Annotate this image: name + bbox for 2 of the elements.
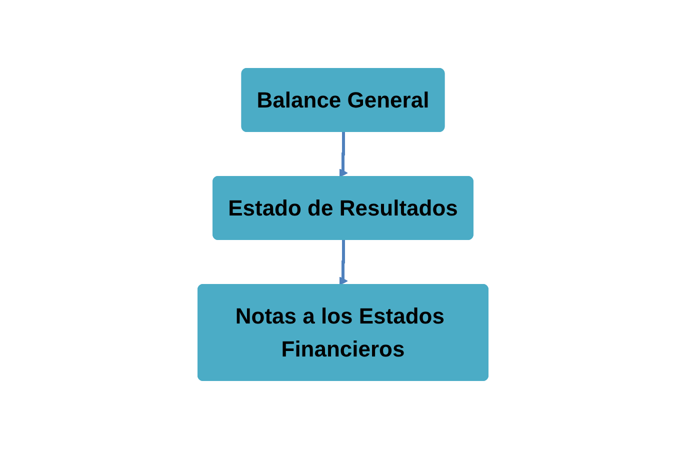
arrow (339, 132, 348, 178)
arrow (339, 240, 348, 286)
